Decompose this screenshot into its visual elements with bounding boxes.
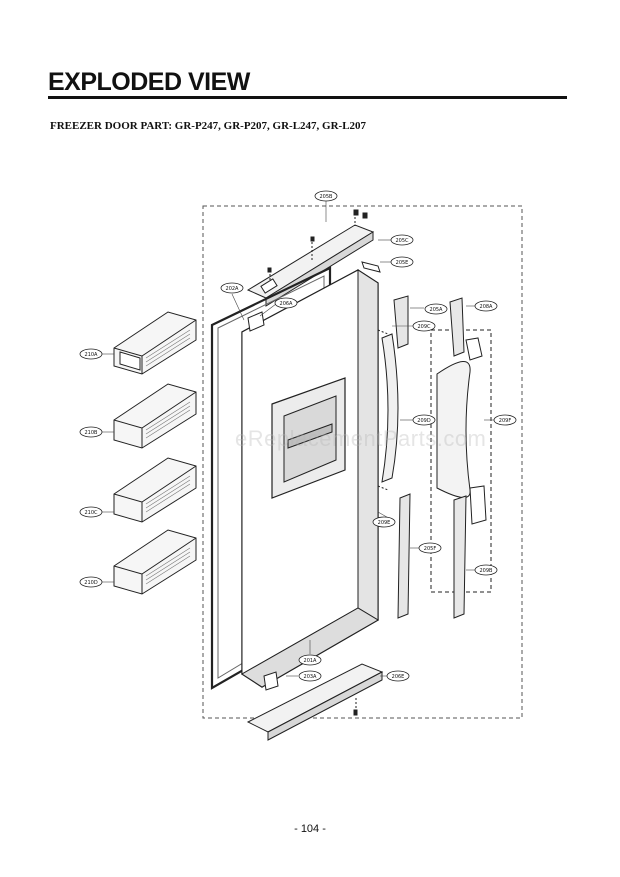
svg-text:209D: 209D: [417, 418, 431, 424]
watermark: eReplacementParts.com: [235, 426, 487, 451]
callout-202a: 202A: [220, 282, 244, 294]
callout-210a: 210A: [79, 348, 103, 360]
callout-206a: 206A: [274, 297, 298, 309]
page-number: - 104 -: [294, 823, 326, 835]
svg-text:201A: 201A: [304, 658, 318, 664]
callout-205c: 205C: [390, 234, 414, 246]
diagram-frame: [202, 205, 523, 719]
svg-text:210A: 210A: [85, 352, 99, 358]
svg-text:210B: 210B: [85, 430, 99, 436]
callout-205e: 205E: [390, 256, 414, 268]
svg-text:210D: 210D: [84, 580, 98, 586]
door-body: [241, 269, 379, 688]
svg-text:205B: 205B: [320, 194, 334, 200]
svg-text:205F: 205F: [424, 546, 437, 552]
page-title: EXPLODED VIEW: [48, 68, 250, 96]
callout-205f: 205F: [418, 542, 442, 554]
callout-206e: 206E: [386, 670, 410, 682]
screw-parts: [267, 209, 368, 716]
svg-text:208A: 208A: [480, 304, 494, 310]
callout-210b: 210B: [79, 426, 103, 438]
title-underline: [48, 96, 567, 99]
door-bin-210d: [113, 529, 197, 595]
svg-text:209F: 209F: [499, 418, 512, 424]
svg-text:203A: 203A: [304, 674, 318, 680]
callout-201a: 201A: [298, 654, 322, 666]
callout-209e: 209E: [372, 516, 396, 528]
callout-205b: 205B: [314, 190, 338, 202]
door-bin-210b: [113, 383, 197, 449]
callout-205a: 205A: [424, 303, 448, 315]
callout-210d: 210D: [79, 576, 103, 588]
callout-208a: 208A: [474, 300, 498, 312]
callout-210c: 210C: [79, 506, 103, 518]
callout-203a: 203A: [298, 670, 322, 682]
door-bin-210a: [113, 311, 197, 375]
bottom-cap-part: [246, 663, 384, 741]
door-bin-210c: [113, 457, 197, 523]
svg-text:209C: 209C: [417, 324, 431, 330]
callout-209d: 209D: [412, 414, 436, 426]
svg-text:206A: 206A: [280, 301, 294, 307]
diagram-subtitle: FREEZER DOOR PART: GR-P247, GR-P207, GR-…: [50, 120, 367, 132]
callout-209c-top: 209C: [412, 320, 436, 332]
svg-text:205A: 205A: [430, 307, 444, 313]
svg-text:206E: 206E: [392, 674, 405, 680]
svg-text:205E: 205E: [396, 260, 409, 266]
svg-text:205C: 205C: [395, 238, 409, 244]
top-cap-part: [246, 217, 375, 307]
svg-text:209E: 209E: [378, 520, 391, 526]
svg-text:202A: 202A: [226, 286, 240, 292]
svg-text:210C: 210C: [84, 510, 98, 516]
callout-209b: 209B: [474, 564, 498, 576]
svg-text:209B: 209B: [480, 568, 494, 574]
callout-209f: 209F: [493, 414, 517, 426]
door-handle: [377, 295, 411, 619]
handle-cover-assembly: [430, 297, 492, 619]
